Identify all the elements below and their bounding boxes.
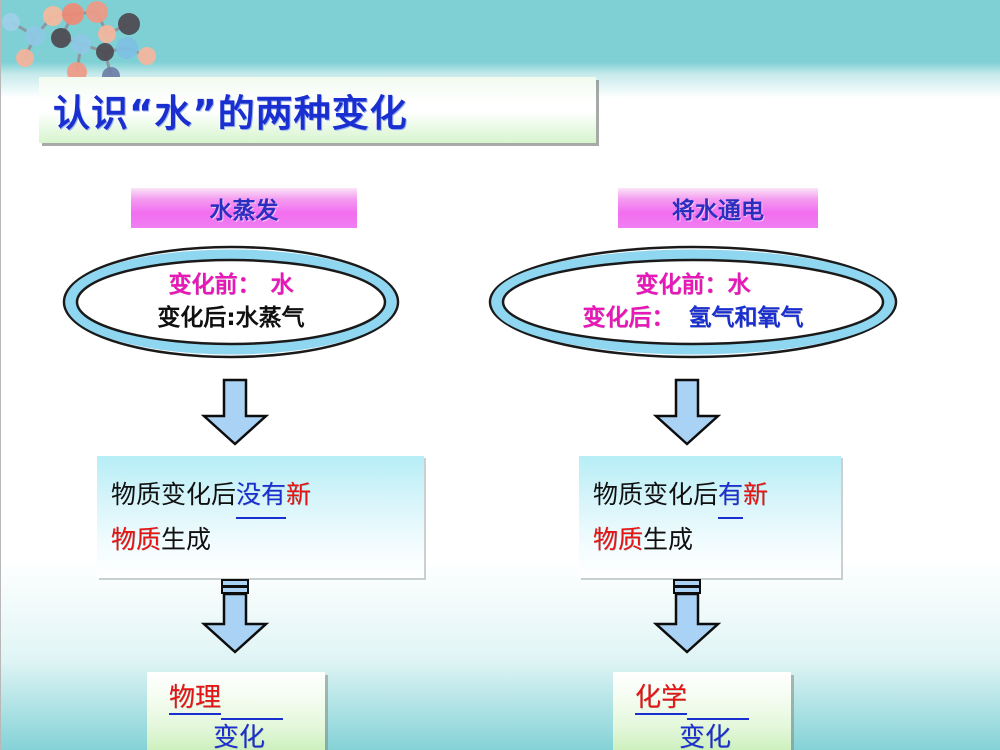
statement-box-chemical: 物质变化后有新 物质生成	[579, 456, 841, 578]
arrow-down-physical-2	[200, 579, 270, 654]
statement-chemical-line1: 物质变化后有新	[593, 474, 827, 519]
header-label-physical: 水蒸发	[209, 198, 279, 224]
statement-physical-answer: 没有	[236, 474, 287, 519]
header-box-physical: 水蒸发	[131, 188, 357, 228]
header-box-chemical: 将水通电	[618, 188, 818, 228]
statement-physical-line2: 物质生成	[111, 519, 410, 562]
arrow-down-chemical-1	[652, 378, 722, 446]
statement-physical-highlight2: 物质	[111, 524, 162, 554]
statement-chemical-suffix: 生成	[643, 524, 694, 554]
arrow-down-physical-1	[200, 378, 270, 446]
statement-chemical-line2: 物质生成	[593, 519, 827, 562]
statement-chemical-highlight: 新	[743, 480, 769, 509]
oval-chemical: 变化前：水 变化后：氢气和氧气	[487, 244, 899, 360]
molecule-model-icon	[2, 1, 156, 85]
slide-title-box: 认识“水”的两种变化	[39, 77, 596, 143]
conclusion-physical-line2: 变化	[169, 720, 315, 750]
background-top-band	[1, 0, 1000, 62]
conclusion-chemical-line1: 化学	[635, 680, 781, 720]
conclusion-chemical-suffix: 变化	[679, 722, 732, 750]
conclusion-chemical-line2: 变化	[635, 720, 781, 750]
conclusion-box-physical: 物理 变化	[147, 672, 325, 750]
conclusion-chemical-answer: 化学	[635, 683, 688, 715]
conclusion-physical-answer: 物理	[169, 683, 222, 715]
statement-chemical-highlight2: 物质	[593, 524, 644, 554]
statement-chemical-answer: 有	[718, 474, 744, 519]
conclusion-physical-suffix: 变化	[213, 722, 266, 750]
conclusion-physical-line1: 物理	[169, 680, 315, 720]
conclusion-box-chemical: 化学 变化	[613, 672, 791, 750]
oval-physical: 变化前：水 变化后:水蒸气	[61, 244, 401, 360]
statement-physical-suffix: 生成	[161, 524, 212, 554]
header-label-chemical: 将水通电	[672, 198, 764, 224]
statement-box-physical: 物质变化后没有新 物质生成	[97, 456, 424, 578]
statement-chemical-prefix: 物质变化后	[593, 480, 719, 509]
statement-physical-line1: 物质变化后没有新	[111, 474, 410, 519]
arrow-down-chemical-2	[652, 579, 722, 654]
statement-physical-prefix: 物质变化后	[111, 480, 237, 509]
statement-physical-highlight: 新	[286, 480, 312, 509]
page-title: 认识“水”的两种变化	[53, 92, 408, 135]
